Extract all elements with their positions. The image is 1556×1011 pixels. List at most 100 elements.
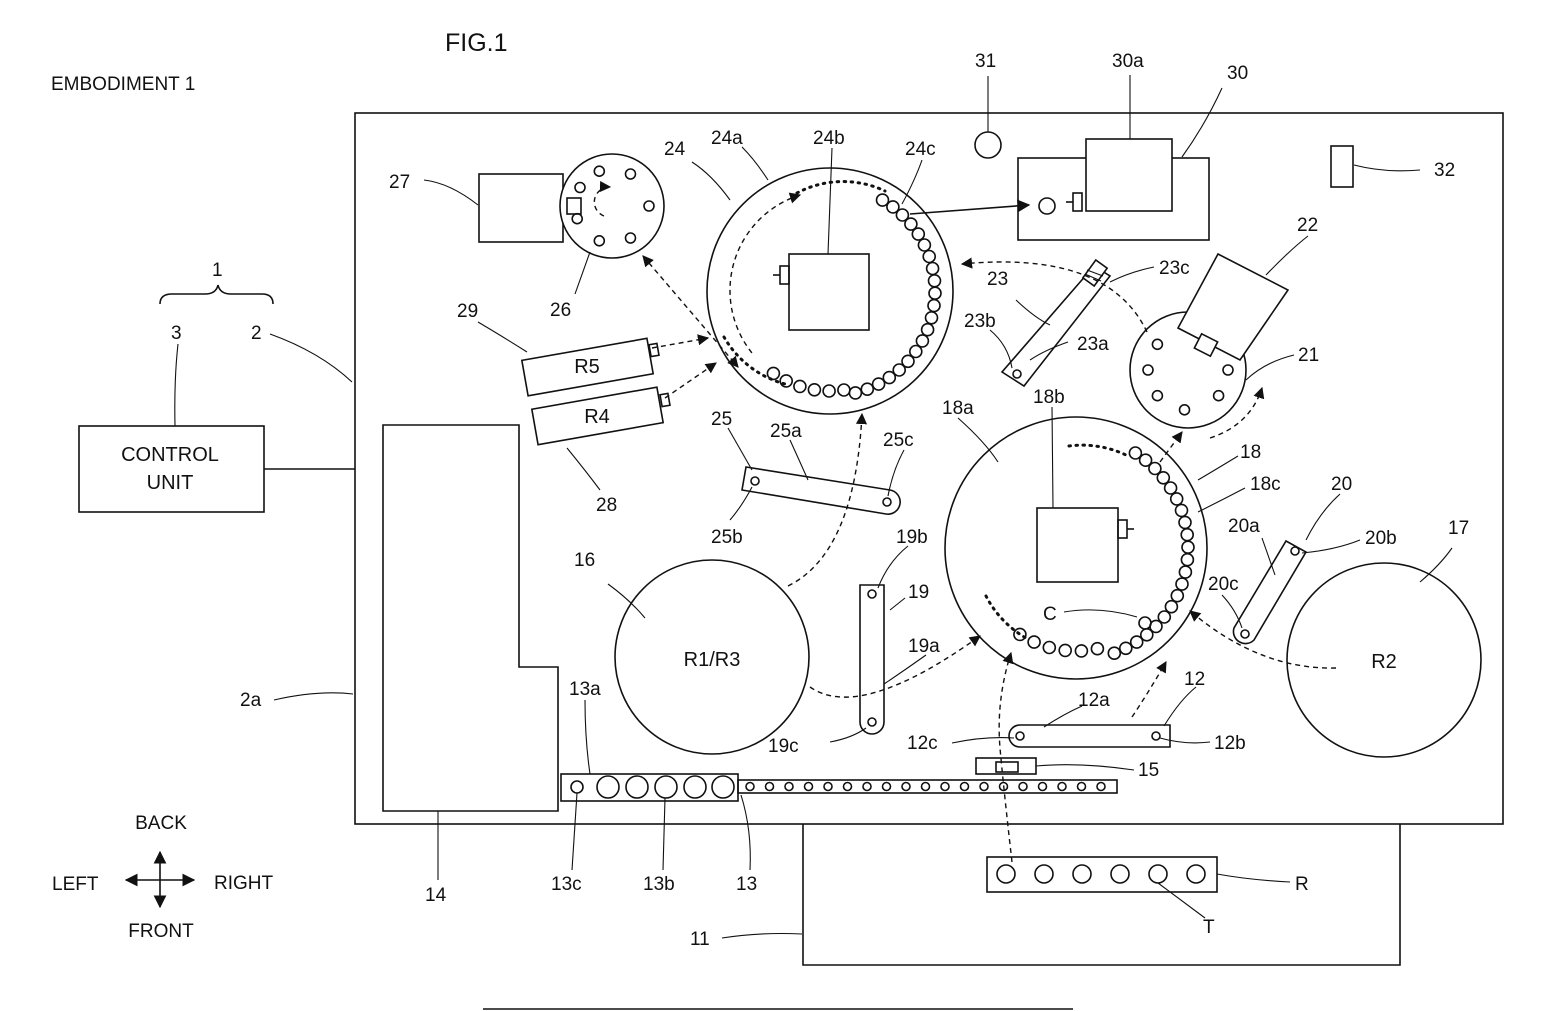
- label-R: R: [1295, 874, 1309, 895]
- leader-12: [1164, 687, 1196, 726]
- belt-hole: [922, 783, 930, 791]
- belt-hole: [883, 783, 891, 791]
- label-25a: 25a: [770, 421, 802, 442]
- leader-24: [692, 162, 730, 200]
- leader-12c: [952, 738, 1014, 743]
- drawer-11: [803, 824, 1400, 965]
- label-21: 21: [1298, 345, 1319, 366]
- cuvette: [780, 375, 792, 387]
- label-24c: 24c: [905, 139, 936, 160]
- control-unit-line2: UNIT: [147, 472, 194, 494]
- cuvette: [1075, 645, 1087, 657]
- label-12: 12: [1184, 669, 1205, 690]
- direction-front: FRONT: [128, 921, 194, 942]
- leader-13a: [585, 700, 590, 774]
- label-T: T: [1203, 917, 1215, 938]
- leader-2a: [274, 693, 353, 700]
- cuvette: [849, 387, 861, 399]
- control-unit-box: [79, 426, 264, 512]
- leader-24a: [742, 147, 768, 180]
- stirrer-drive-27: [479, 174, 563, 242]
- cuvette: [838, 384, 850, 396]
- label-18: 18: [1240, 442, 1261, 463]
- leader-27: [424, 180, 478, 205]
- label-2: 2: [251, 323, 262, 344]
- label-20a: 20a: [1228, 516, 1260, 537]
- belt-hole: [746, 783, 754, 791]
- cuvette: [929, 287, 941, 299]
- cuvette: [861, 383, 873, 395]
- cuvette: [1171, 493, 1183, 505]
- leader-13c: [572, 793, 577, 870]
- belt-hole: [766, 783, 774, 791]
- label-17: 17: [1448, 518, 1469, 539]
- cuvette: [1179, 566, 1191, 578]
- brace-1: [160, 285, 273, 304]
- leader-T: [1158, 883, 1205, 918]
- label-26: 26: [550, 300, 571, 321]
- cuvette: [1179, 516, 1191, 528]
- cuvette: [1176, 578, 1188, 590]
- label-18a: 18a: [942, 398, 974, 419]
- dispenser-20: [1233, 541, 1306, 644]
- label-20b: 20b: [1365, 528, 1397, 549]
- dispenser-25: [742, 467, 900, 514]
- leader-32: [1354, 165, 1420, 171]
- cuvette: [1176, 504, 1188, 516]
- cuvette: [1165, 482, 1177, 494]
- cuvette: [1182, 541, 1194, 553]
- belt-hole: [902, 783, 910, 791]
- leader-13b: [663, 798, 665, 870]
- rack-R: [987, 857, 1217, 892]
- leader-20b: [1302, 540, 1360, 553]
- leader-18a: [958, 418, 998, 462]
- cuvette: [1108, 647, 1120, 659]
- belt-hole: [1019, 783, 1027, 791]
- label-20c: 20c: [1208, 574, 1239, 595]
- label-18c: 18c: [1250, 474, 1281, 495]
- embodiment-label: EMBODIMENT 1: [51, 74, 195, 95]
- leader-25b: [730, 487, 752, 520]
- belt-hole: [805, 783, 813, 791]
- label-23: 23: [987, 269, 1008, 290]
- cuvette: [928, 300, 940, 312]
- cuvette: [1091, 643, 1103, 655]
- label-27: 27: [389, 172, 410, 193]
- cuvette: [926, 312, 938, 324]
- label-13a: 13a: [569, 679, 601, 700]
- cuvette: [767, 367, 779, 379]
- leader-29: [478, 322, 527, 352]
- reagent-r5: R5: [574, 356, 600, 378]
- label-13c: 13c: [551, 874, 582, 895]
- label-23c: 23c: [1159, 258, 1190, 279]
- cuvette: [1120, 642, 1132, 654]
- transport-13: [738, 780, 1117, 793]
- label-23b: 23b: [964, 311, 996, 332]
- rack-tubes: [997, 865, 1205, 883]
- label-25c: 25c: [883, 430, 914, 451]
- cuvette-C: [1139, 617, 1151, 629]
- label-22: 22: [1297, 215, 1318, 236]
- leader-24c: [902, 160, 922, 204]
- belt-hole: [785, 783, 793, 791]
- leader-11: [722, 934, 802, 939]
- cuvette: [916, 335, 928, 347]
- cuvette: [923, 251, 935, 263]
- cuvette: [808, 384, 820, 396]
- cuvette: [1181, 554, 1193, 566]
- label-30a: 30a: [1112, 51, 1144, 72]
- dispenser-19: [860, 585, 884, 734]
- label-24b: 24b: [813, 128, 845, 149]
- leader-R: [1217, 874, 1290, 882]
- cuvette: [873, 378, 885, 390]
- label-13: 13: [736, 874, 757, 895]
- label-24: 24: [664, 139, 686, 160]
- label-20: 20: [1331, 474, 1352, 495]
- cuvette: [823, 385, 835, 397]
- leader-18b: [1052, 407, 1053, 508]
- cuvette: [927, 263, 939, 275]
- leader-19a: [884, 655, 926, 684]
- label-11: 11: [690, 929, 710, 950]
- leader-19: [890, 598, 905, 610]
